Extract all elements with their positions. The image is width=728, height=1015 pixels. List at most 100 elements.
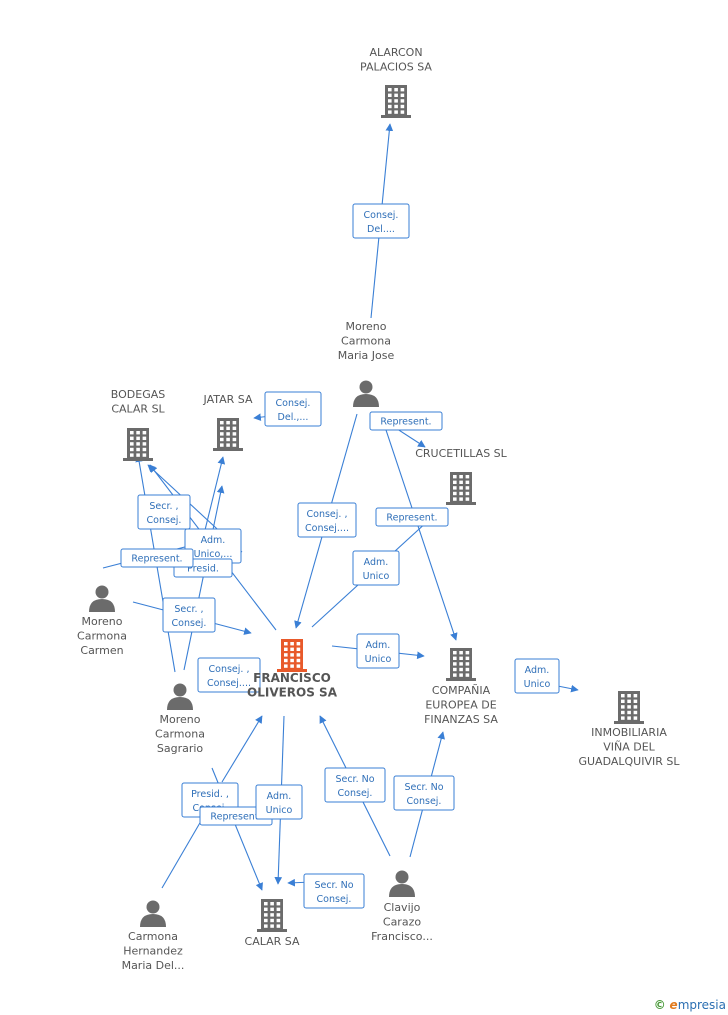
- person-icon: [353, 380, 379, 407]
- node-label: Carmona: [155, 728, 205, 741]
- relation-label-text: Represent.: [210, 812, 261, 823]
- relation-label-text: Unico: [363, 571, 390, 582]
- building-icon: [381, 85, 411, 118]
- relation-label-box: [352, 203, 410, 239]
- person-icon: [89, 585, 115, 612]
- node-label: Maria Del...: [122, 959, 185, 972]
- node-jatar[interactable]: JATAR SA: [203, 393, 253, 451]
- relation-label-text: Unico: [266, 805, 293, 816]
- brand-footer[interactable]: © empresia: [654, 998, 726, 1012]
- building-icon: [446, 648, 476, 681]
- relation-label-text: Consej.: [276, 398, 311, 409]
- relation-label-text: Presid. ,: [191, 789, 229, 800]
- relation-label-box: [352, 550, 400, 586]
- node-label: PALACIOS SA: [360, 61, 432, 74]
- relation-label-box: [393, 775, 455, 811]
- node-label: OLIVEROS SA: [247, 686, 338, 700]
- relation-label-text: Adm.: [525, 665, 550, 676]
- relation-label[interactable]: Consej. Del....: [352, 203, 410, 239]
- relation-label-text: Unico,...: [194, 549, 233, 560]
- brand-name: mpresia: [677, 998, 726, 1012]
- relation-label-text: Adm.: [267, 791, 292, 802]
- person-icon: [140, 900, 166, 927]
- relation-label-text: Consej. ,: [209, 664, 250, 675]
- relation-label[interactable]: Secr. ,Consej.: [137, 494, 191, 530]
- node-label: Moreno: [346, 320, 387, 333]
- relation-label-text: Del....: [367, 224, 395, 235]
- relation-label[interactable]: Consej. , Consej....: [297, 502, 357, 538]
- relation-label-text: Presid.: [187, 564, 219, 575]
- relation-label-text: Secr. ,: [174, 604, 203, 615]
- edge-line: [204, 456, 226, 531]
- relation-label-text: Secr. No: [335, 774, 374, 785]
- relation-label-box: [514, 658, 560, 694]
- relation-label-text: Consej.: [147, 515, 182, 526]
- relation-label-text: Unico: [524, 679, 551, 690]
- relation-label[interactable]: Represent.: [199, 806, 273, 826]
- building-icon: [213, 418, 243, 451]
- relation-label[interactable]: Secr. , Consej.: [162, 597, 216, 633]
- relation-label-text: Adm.: [366, 640, 391, 651]
- relation-label-text: Represent.: [386, 513, 437, 524]
- relation-label-text: Secr. No: [314, 880, 353, 891]
- node-label: VIÑA DEL: [603, 741, 655, 754]
- copyright-symbol: ©: [653, 998, 666, 1012]
- node-label: Sagrario: [157, 742, 204, 755]
- person-icon: [389, 870, 415, 897]
- relation-label[interactable]: Consej.Del.,...: [264, 391, 322, 427]
- node-label: FRANCISCO: [253, 671, 331, 685]
- node-label: GUADALQUIVIR SL: [578, 755, 680, 768]
- node-calar[interactable]: CALAR SA: [245, 899, 300, 948]
- node-label: CALAR SA: [245, 935, 300, 948]
- relation-label-text: Adm.: [364, 557, 389, 568]
- node-label: Maria Jose: [338, 349, 395, 362]
- relation-label[interactable]: Represent.: [369, 411, 443, 431]
- relation-label[interactable]: Consej. , Consej....: [197, 657, 261, 693]
- node-label: Moreno: [160, 713, 201, 726]
- relation-label-box: [255, 784, 303, 820]
- relation-label-text: Represent.: [380, 417, 431, 428]
- relation-label[interactable]: Adm. Unico: [514, 658, 560, 694]
- node-clavijo[interactable]: ClavijoCarazoFrancisco...: [371, 870, 433, 944]
- node-label: INMOBILIARIA: [591, 726, 667, 739]
- person-icon: [167, 683, 193, 710]
- node-label: Carmona: [341, 335, 391, 348]
- building-icon: [446, 472, 476, 505]
- relation-label-text: Consej.: [364, 210, 399, 221]
- node-label: Carmen: [80, 644, 123, 657]
- relation-label-box: [356, 633, 400, 669]
- relation-label[interactable]: Adm.Unico: [356, 633, 400, 669]
- building-icon: [277, 639, 307, 672]
- relation-label-text: Consej. ,: [307, 509, 348, 520]
- relation-edge[interactable]: [221, 715, 263, 783]
- relation-edge[interactable]: [204, 456, 226, 531]
- building-icon: [614, 691, 644, 724]
- relation-label-text: Consej.: [407, 796, 442, 807]
- relation-label-box: [162, 597, 216, 633]
- relation-label[interactable]: Adm. Unico: [255, 784, 303, 820]
- relation-edge[interactable]: [183, 485, 225, 671]
- relation-label[interactable]: Represent.: [120, 548, 194, 568]
- node-crucetillas[interactable]: CRUCETILLAS SL: [415, 447, 508, 505]
- relation-label-text: Consej....: [305, 523, 349, 534]
- relation-label-box: [297, 502, 357, 538]
- relation-label-text: Consej....: [207, 678, 251, 689]
- node-label: CALAR SL: [111, 403, 165, 416]
- relation-label[interactable]: Represent.: [375, 507, 449, 527]
- node-label: Francisco...: [371, 930, 433, 943]
- relation-label-text: Consej.: [172, 618, 207, 629]
- relation-label[interactable]: Adm. Unico: [352, 550, 400, 586]
